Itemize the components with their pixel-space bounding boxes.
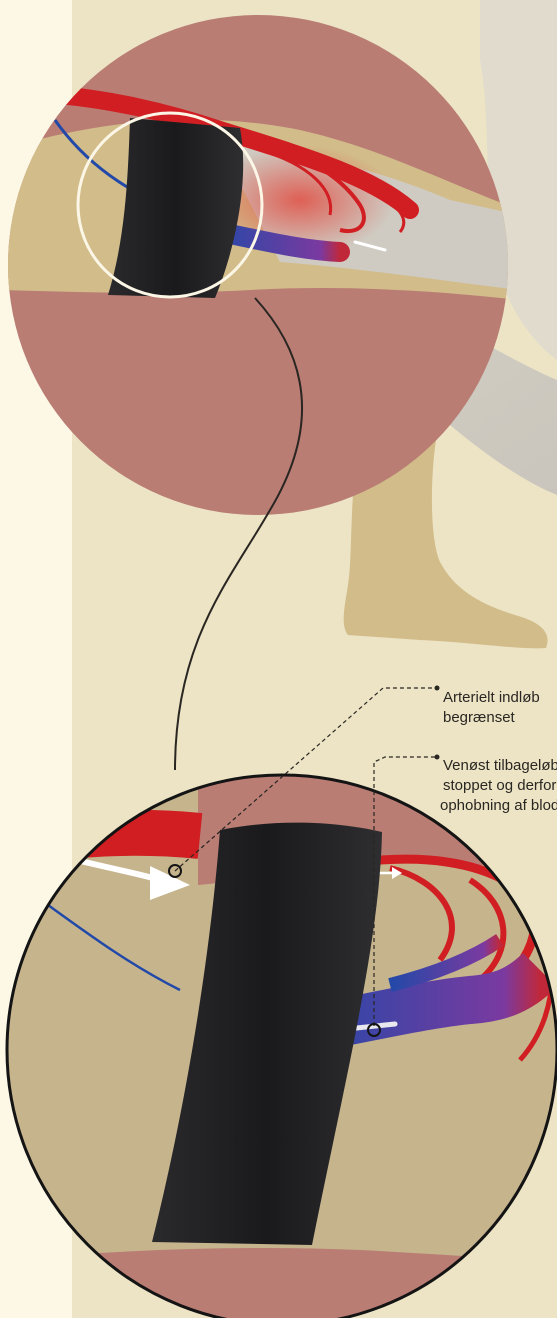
callout-arterial-line-1: Arterielt indløb [443, 688, 540, 708]
callout-venous-line-2: stoppet og derfor [443, 776, 557, 796]
callout-arterial-line-2: begrænset [443, 708, 540, 728]
callout-venous-line-1: Venøst tilbageløb [443, 756, 557, 776]
callout-venous-line-3: ophobning af blod [440, 796, 557, 816]
callout-venous-return: Venøst tilbageløb stoppet og derfor opho… [443, 756, 557, 816]
callout-arterial-inflow: Arterielt indløb begrænset [443, 688, 540, 728]
